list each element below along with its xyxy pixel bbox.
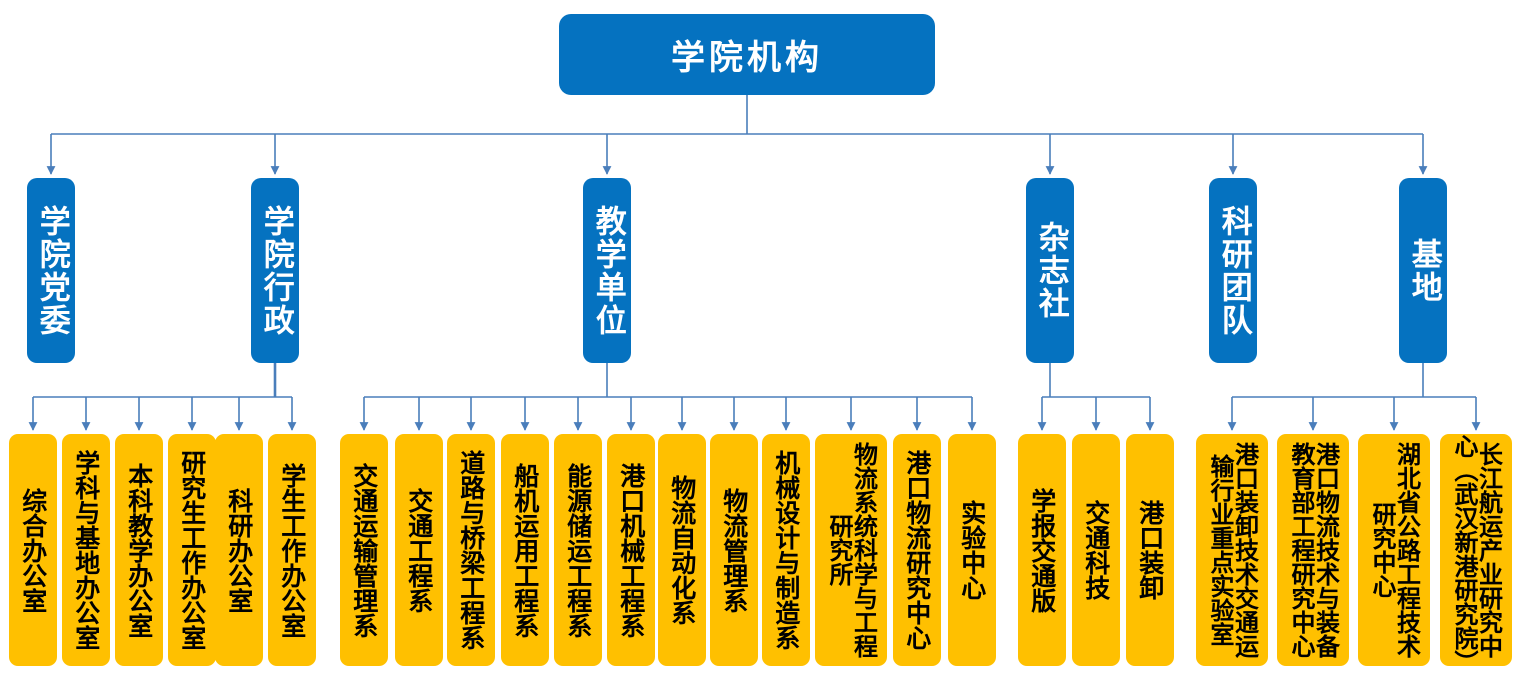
leaf-admin-1-label: 学科与基地办公室	[71, 450, 101, 650]
leaf-teaching-0[interactable]: 交通运输管理系	[340, 434, 388, 666]
leaf-bases-0[interactable]: 港口装卸技术交通运输行业重点实验室	[1196, 434, 1268, 666]
leaf-teaching-10-label: 港口物流研究中心	[902, 450, 932, 650]
leaf-teaching-4[interactable]: 能源储运工程系	[554, 434, 602, 666]
leaf-journals-2-label: 港口装卸	[1135, 500, 1165, 600]
node-branch-teaching-label: 教学单位	[589, 204, 626, 337]
leaf-teaching-2-label: 道路与桥梁工程系	[456, 450, 486, 650]
leaf-teaching-7-label: 物流管理系	[719, 487, 749, 613]
node-branch-admin[interactable]: 学院行政	[251, 178, 299, 363]
node-branch-research-teams[interactable]: 科研团队	[1209, 178, 1257, 363]
leaf-teaching-6[interactable]: 物流自动化系	[658, 434, 706, 666]
leaf-teaching-5[interactable]: 港口机械工程系	[607, 434, 655, 666]
leaf-teaching-6-label: 物流自动化系	[667, 475, 697, 625]
node-branch-bases[interactable]: 基地	[1399, 178, 1447, 363]
node-branch-party-label: 学院党委	[33, 204, 70, 337]
leaf-bases-3[interactable]: 长江航运产业研究中心（武汉新港研究院）	[1440, 434, 1512, 666]
leaf-bases-1[interactable]: 港口物流技术与装备教育部工程研究中心	[1277, 434, 1349, 666]
leaf-journals-0[interactable]: 学报交通版	[1018, 434, 1066, 666]
leaf-teaching-3-label: 船机运用工程系	[510, 462, 540, 638]
leaf-teaching-9[interactable]: 物流系统科学与工程研究所	[815, 434, 887, 666]
leaf-teaching-8[interactable]: 机械设计与制造系	[762, 434, 810, 666]
node-branch-research-teams-label: 科研团队	[1215, 204, 1252, 337]
node-branch-teaching[interactable]: 教学单位	[583, 178, 631, 363]
node-branch-admin-label: 学院行政	[257, 204, 294, 337]
leaf-bases-3-label: 长江航运产业研究中心（武汉新港研究院）	[1450, 434, 1503, 666]
leaf-journals-2[interactable]: 港口装卸	[1126, 434, 1174, 666]
leaf-teaching-9-label: 物流系统科学与工程研究所	[825, 442, 878, 658]
leaf-teaching-4-label: 能源储运工程系	[563, 462, 593, 638]
leaf-bases-1-label: 港口物流技术与装备教育部工程研究中心	[1287, 442, 1340, 658]
leaf-journals-1-label: 交通科技	[1081, 500, 1111, 600]
leaf-admin-0[interactable]: 综合办公室	[9, 434, 57, 666]
leaf-teaching-3[interactable]: 船机运用工程系	[501, 434, 549, 666]
leaf-admin-2-label: 本科教学办公室	[124, 462, 154, 638]
leaf-teaching-10[interactable]: 港口物流研究中心	[893, 434, 941, 666]
node-root[interactable]: 学院机构	[559, 14, 935, 95]
leaf-teaching-1[interactable]: 交通工程系	[395, 434, 443, 666]
leaf-teaching-2[interactable]: 道路与桥梁工程系	[447, 434, 495, 666]
leaf-teaching-7[interactable]: 物流管理系	[710, 434, 758, 666]
leaf-admin-4-label: 科研办公室	[224, 487, 254, 613]
leaf-admin-5[interactable]: 学生工作办公室	[268, 434, 316, 666]
leaf-teaching-0-label: 交通运输管理系	[349, 462, 379, 638]
leaf-journals-1[interactable]: 交通科技	[1072, 434, 1120, 666]
leaf-teaching-1-label: 交通工程系	[404, 487, 434, 613]
node-branch-party[interactable]: 学院党委	[27, 178, 75, 363]
leaf-admin-0-label: 综合办公室	[18, 487, 48, 613]
node-branch-journals[interactable]: 杂志社	[1026, 178, 1074, 363]
leaf-admin-5-label: 学生工作办公室	[277, 462, 307, 638]
leaf-bases-0-label: 港口装卸技术交通运输行业重点实验室	[1206, 442, 1259, 658]
leaf-bases-2[interactable]: 湖北省公路工程技术研究中心	[1358, 434, 1430, 666]
leaf-bases-2-label: 湖北省公路工程技术研究中心	[1368, 442, 1421, 658]
leaf-admin-1[interactable]: 学科与基地办公室	[62, 434, 110, 666]
node-branch-bases-label: 基地	[1405, 237, 1442, 304]
leaf-admin-2[interactable]: 本科教学办公室	[115, 434, 163, 666]
leaf-admin-3-label: 研究生工作办公室	[177, 450, 207, 650]
node-root-label: 学院机构	[671, 38, 823, 78]
leaf-teaching-11-label: 实验中心	[957, 500, 987, 600]
node-branch-journals-label: 杂志社	[1032, 221, 1069, 320]
leaf-teaching-11[interactable]: 实验中心	[948, 434, 996, 666]
leaf-journals-0-label: 学报交通版	[1027, 487, 1057, 613]
leaf-admin-4[interactable]: 科研办公室	[215, 434, 263, 666]
leaf-admin-3[interactable]: 研究生工作办公室	[168, 434, 216, 666]
leaf-teaching-5-label: 港口机械工程系	[616, 462, 646, 638]
leaf-teaching-8-label: 机械设计与制造系	[771, 450, 801, 650]
